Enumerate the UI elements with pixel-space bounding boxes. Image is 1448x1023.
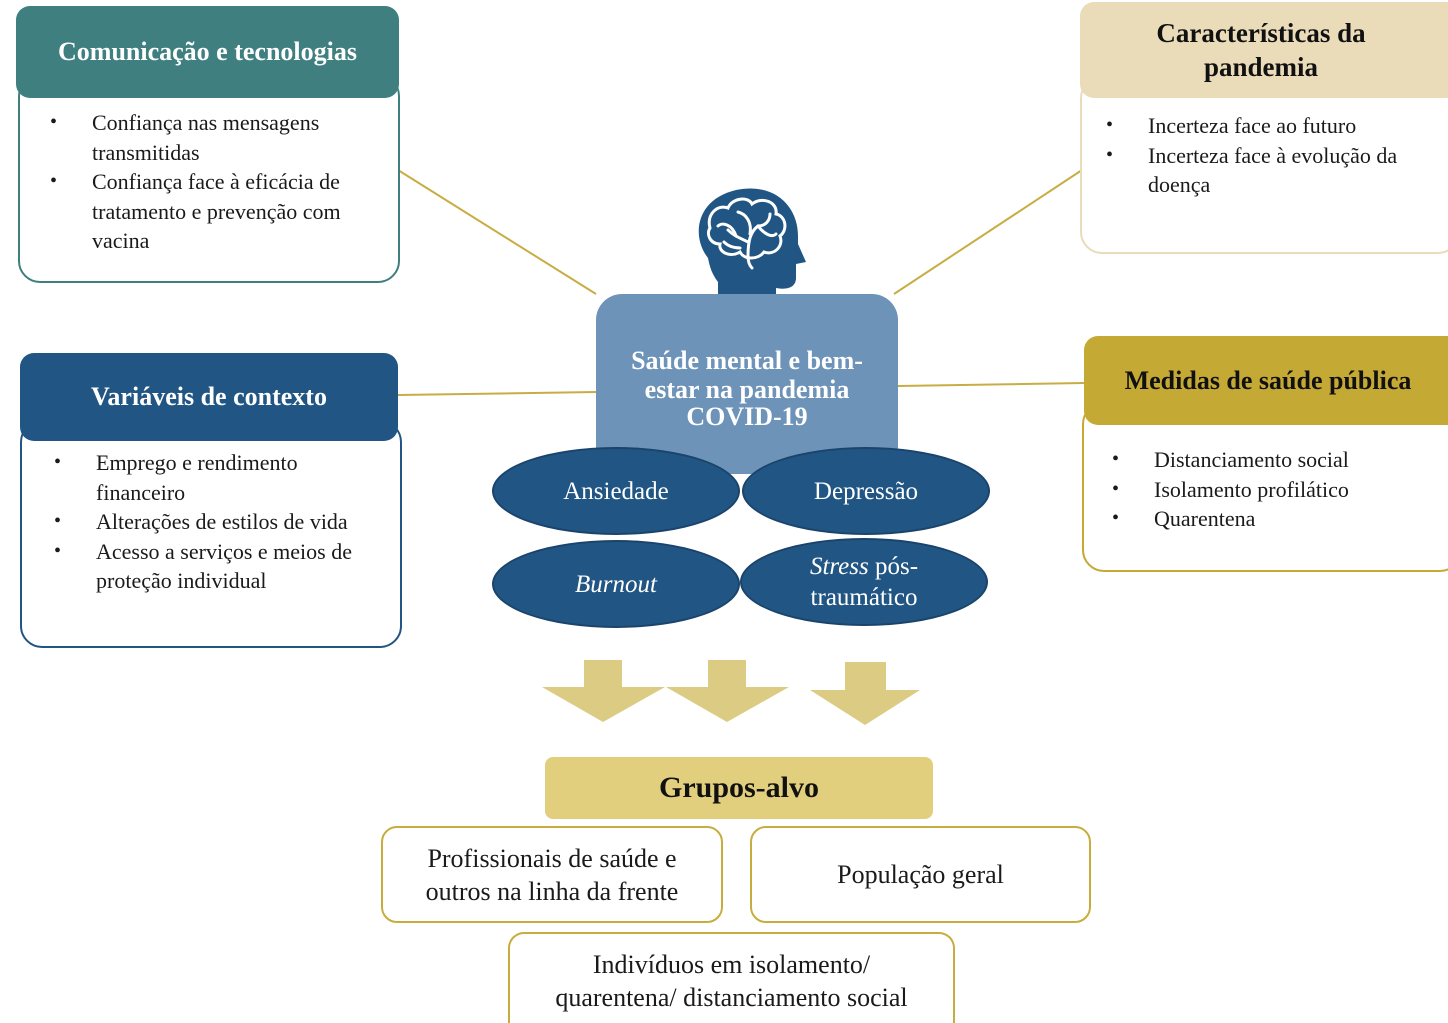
burnout-ellipse: Burnout	[492, 540, 740, 628]
comunicacao-header: Comunicação e tecnologias	[16, 6, 399, 98]
individuos-line1: Indivíduos em isolamento/	[592, 949, 871, 979]
caracteristicas-card: Incerteza face ao futuro Incerteza face …	[1080, 76, 1448, 254]
comunicacao-list: Confiança nas mensagens transmitidas Con…	[20, 108, 380, 256]
ansiedade-label: Ansiedade	[563, 477, 669, 505]
caracteristicas-list: Incerteza face ao futuro Incerteza face …	[1076, 111, 1444, 200]
contexto-list: Emprego e rendimento financeiro Alteraçõ…	[24, 448, 374, 596]
caracteristicas-header: Características da pandemia	[1080, 2, 1448, 98]
grupos-header: Grupos-alvo	[545, 757, 933, 819]
populacao-label: População geral	[837, 860, 1004, 889]
depressao-label: Depressão	[813, 477, 919, 505]
stress-ellipse: Stress pós- traumático	[740, 538, 988, 626]
central-title-line1: Saúde mental e bem-	[631, 346, 863, 375]
connector-contexto	[397, 391, 597, 396]
contexto-card: Emprego e rendimento financeiro Alteraçõ…	[20, 420, 402, 648]
brain-head-icon	[698, 188, 806, 316]
medidas-header: Medidas de saúde pública	[1084, 336, 1448, 425]
caracteristicas-title-line1: Características da	[1156, 18, 1366, 48]
depressao-ellipse: Depressão	[742, 447, 990, 535]
medidas-list: Distanciamento social Isolamento profilá…	[1082, 445, 1442, 534]
ansiedade-ellipse: Ansiedade	[492, 447, 740, 535]
populacao-box: População geral	[750, 826, 1091, 923]
central-title-line3: COVID-19	[686, 402, 808, 431]
list-item: Acesso a serviços e meios de proteção in…	[24, 537, 374, 596]
stress-line1: Stress pós-	[810, 551, 918, 582]
stress-rest: pós-	[868, 553, 919, 580]
comunicacao-title: Comunicação e tecnologias	[58, 37, 357, 66]
connector-comunicacao	[397, 169, 597, 295]
connector-caracteristicas	[893, 169, 1083, 295]
stress-line2: traumático	[810, 584, 918, 611]
list-item: Incerteza face ao futuro	[1076, 111, 1444, 141]
profissionais-line1: Profissionais de saúde e	[427, 843, 677, 873]
individuos-box: Indivíduos em isolamento/ quarentena/ di…	[508, 932, 955, 1023]
profissionais-line2: outros na linha da frente	[425, 876, 679, 906]
medidas-card: Distanciamento social Isolamento profilá…	[1082, 402, 1448, 572]
individuos-line2: quarentena/ distanciamento social	[555, 982, 908, 1012]
central-box: Saúde mental e bem- estar na pandemia CO…	[596, 294, 898, 474]
list-item: Alterações de estilos de vida	[24, 507, 374, 537]
profissionais-box: Profissionais de saúde e outros na linha…	[381, 826, 723, 923]
burnout-label: Burnout	[575, 570, 657, 598]
list-item: Incerteza face à evolução da doença	[1076, 141, 1444, 200]
list-item: Confiança face à eficácia de tratamento …	[20, 167, 380, 256]
central-title-line2: estar na pandemia	[644, 375, 850, 404]
down-arrow-icon	[810, 662, 920, 725]
stress-italic: Stress	[809, 553, 869, 580]
list-item: Quarentena	[1082, 504, 1442, 534]
list-item: Confiança nas mensagens transmitidas	[20, 108, 380, 167]
grupos-title: Grupos-alvo	[658, 771, 820, 804]
list-item: Emprego e rendimento financeiro	[24, 448, 374, 507]
connector-medidas	[897, 382, 1085, 387]
contexto-header: Variáveis de contexto	[20, 353, 398, 441]
down-arrows	[542, 660, 920, 725]
comunicacao-card: Confiança nas mensagens transmitidas Con…	[18, 74, 400, 283]
list-item: Isolamento profilático	[1082, 475, 1442, 505]
contexto-title: Variáveis de contexto	[91, 382, 327, 411]
down-arrow-icon	[666, 660, 789, 722]
list-item: Distanciamento social	[1082, 445, 1442, 475]
down-arrow-icon	[542, 660, 665, 722]
medidas-title: Medidas de saúde pública	[1124, 365, 1412, 395]
caracteristicas-title-line2: pandemia	[1203, 52, 1319, 82]
